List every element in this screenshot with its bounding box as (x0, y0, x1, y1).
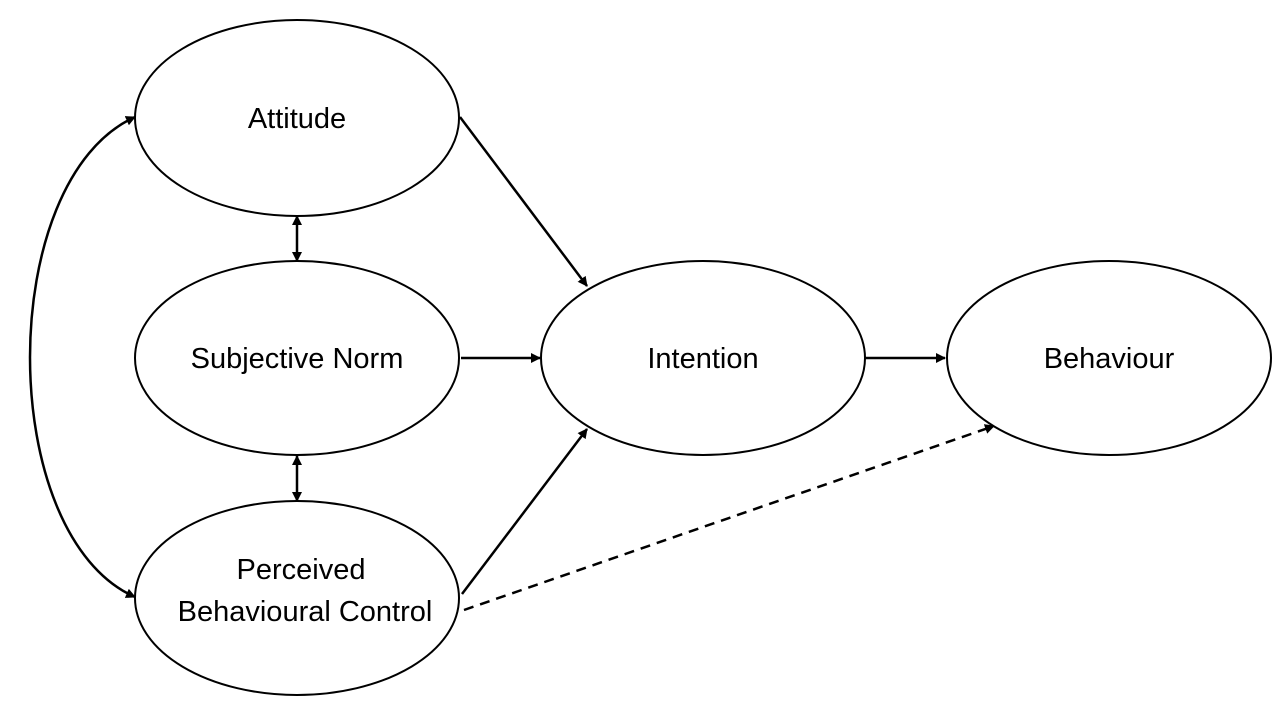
edge-pbc-to-intention (461, 428, 588, 595)
intention-ellipse (540, 260, 866, 456)
node-attitude: Attitude (134, 19, 460, 217)
subjective-norm-ellipse (134, 260, 460, 456)
edge-attitude-to-intention (459, 116, 588, 287)
edges (28, 115, 995, 612)
intention-label: Intention (647, 343, 758, 375)
pbc-label-line2: Behavioural Control (178, 596, 433, 628)
subjective-norm-label: Subjective Norm (191, 343, 404, 375)
attitude-label: Attitude (248, 103, 346, 135)
attitude-ellipse (134, 19, 460, 217)
behaviour-ellipse (946, 260, 1272, 456)
node-intention: Intention (540, 260, 866, 456)
pbc-label-line1: Perceived (237, 554, 366, 586)
behaviour-label: Behaviour (1044, 343, 1175, 375)
node-subjective-norm: Subjective Norm (134, 260, 460, 456)
edge-pbc-to-behaviour-dashed (463, 424, 995, 612)
pbc-ellipse (134, 500, 460, 696)
node-behaviour: Behaviour (946, 260, 1272, 456)
edge-attitude-pbc-curved-bidirectional (28, 115, 136, 599)
node-perceived-behavioural-control: Perceived Behavioural Control (134, 500, 460, 696)
